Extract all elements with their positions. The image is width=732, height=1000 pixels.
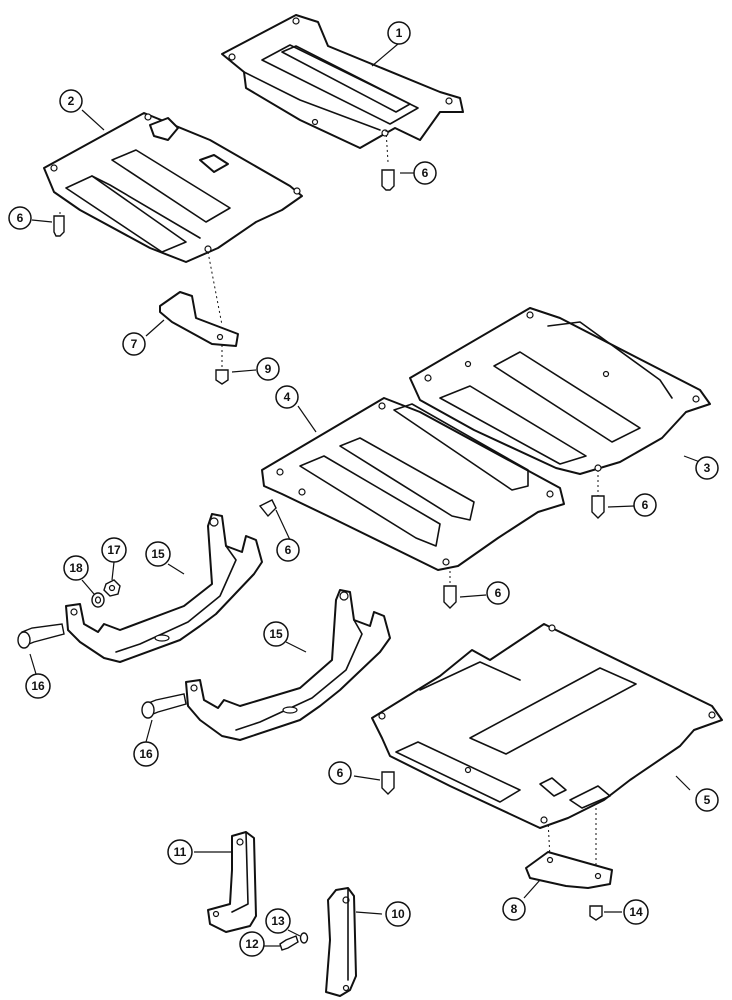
washer-18 [91,592,105,608]
part-15-bracket-right [185,589,391,741]
svg-text:4: 4 [284,390,291,404]
part-4-shield [261,397,565,571]
part-1-shield [221,14,464,149]
svg-text:11: 11 [174,845,187,859]
callout-2: 2 [59,89,83,113]
part-3-shield [409,307,711,475]
callout-6-part5: 6 [328,761,352,785]
part-7-bracket [159,291,239,347]
svg-text:2: 2 [68,94,75,108]
bolt-16-right [141,693,187,719]
part-5-shield [371,623,723,829]
bolt-12 [279,935,299,951]
part-8-plate [525,851,613,889]
callout-17: 17 [101,537,127,563]
part-2-shield [43,112,303,263]
svg-text:6: 6 [642,498,649,512]
bolt-6-part3 [591,495,605,519]
svg-text:6: 6 [285,543,292,557]
bolt-9 [215,369,229,385]
callout-9: 9 [256,357,280,381]
callout-6-top: 6 [413,161,437,185]
callout-18: 18 [63,555,89,581]
callout-11: 11 [167,839,193,865]
svg-text:10: 10 [391,907,405,921]
nut-17 [103,579,121,597]
svg-text:14: 14 [629,905,643,919]
callout-1: 1 [387,21,411,45]
svg-text:17: 17 [107,543,121,557]
callout-6-mid: 6 [276,538,300,562]
bolt-16-left [17,623,65,649]
callout-12: 12 [239,931,265,957]
svg-text:12: 12 [245,937,259,951]
callout-15-right: 15 [263,621,289,647]
callout-8: 8 [502,897,526,921]
callout-16-left: 16 [25,673,51,699]
callout-6-left: 6 [8,206,32,230]
svg-text:6: 6 [337,766,344,780]
callout-6-part3: 6 [633,493,657,517]
svg-text:15: 15 [269,627,283,641]
part-15-bracket-left [65,513,263,663]
svg-text:18: 18 [69,561,83,575]
svg-text:3: 3 [704,461,711,475]
callout-13: 13 [265,908,291,934]
svg-text:15: 15 [151,547,165,561]
callout-7: 7 [122,332,146,356]
svg-text:6: 6 [422,166,429,180]
bolt-6-part4 [443,585,457,609]
callout-14: 14 [623,899,649,925]
bolt-14 [589,905,603,921]
callout-15-left: 15 [145,541,171,567]
part-11-bracket [207,831,257,933]
bolt-6-top [381,169,395,191]
callout-10: 10 [385,901,411,927]
callout-4: 4 [275,385,299,409]
svg-text:6: 6 [495,586,502,600]
svg-text:6: 6 [17,211,24,225]
svg-text:16: 16 [31,679,45,693]
svg-text:13: 13 [271,914,285,928]
callout-3: 3 [695,456,719,480]
washer-13 [299,932,309,944]
callout-16-right: 16 [133,741,159,767]
svg-text:8: 8 [511,902,518,916]
svg-text:5: 5 [704,793,711,807]
callout-5: 5 [695,788,719,812]
svg-text:16: 16 [139,747,153,761]
part-10-bracket [325,887,357,997]
callout-6-part4: 6 [486,581,510,605]
svg-text:1: 1 [396,26,403,40]
bolt-6-part5 [381,771,395,795]
leader-lines [29,43,701,947]
bolt-6-left [53,215,65,237]
svg-text:7: 7 [131,337,138,351]
bolt-6-mid [258,499,277,518]
svg-text:9: 9 [265,362,272,376]
